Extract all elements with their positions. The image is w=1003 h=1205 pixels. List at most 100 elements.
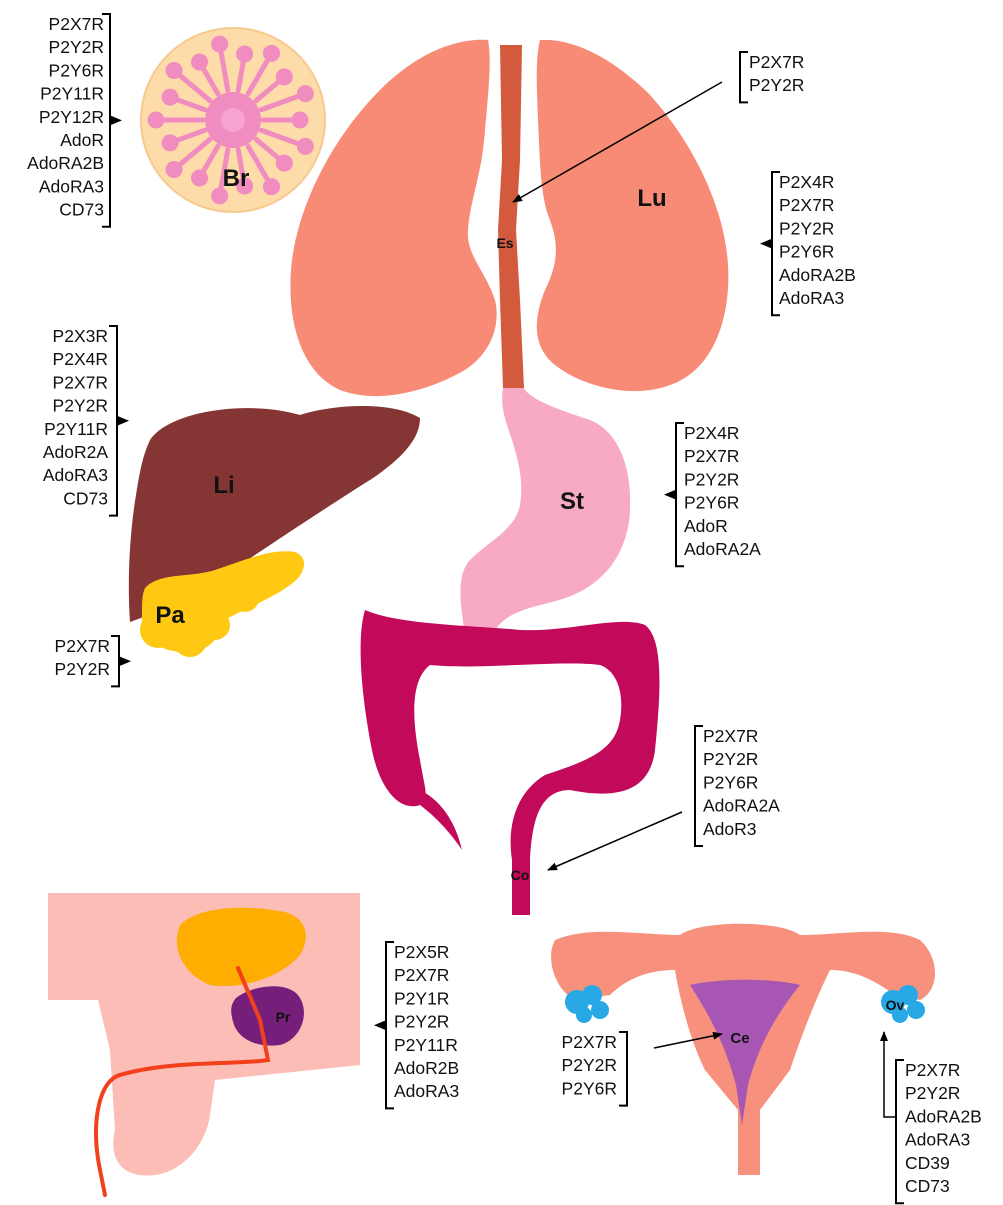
receptor-label: P2X4R	[684, 423, 739, 443]
receptor-label: P2Y12R	[39, 107, 104, 127]
pancreas-label: Pa	[155, 602, 185, 629]
brain-pattern-lobule	[299, 140, 311, 152]
brain-receptor-list: P2X7RP2Y2RP2Y6RP2Y11RP2Y12RAdoRAdoRA2BAd…	[27, 14, 122, 227]
bracket	[619, 1032, 627, 1106]
brain-pattern-lobule	[214, 38, 226, 50]
receptor-label: P2X7R	[703, 726, 758, 746]
receptor-label: P2Y2R	[749, 75, 804, 95]
bracket-pointer	[664, 490, 676, 500]
receptor-label: P2Y2R	[703, 749, 758, 769]
receptor-label: P2X7R	[49, 14, 104, 34]
stomach-illustration	[461, 388, 631, 640]
receptor-label: CD73	[63, 488, 108, 508]
receptor-label: AdoRA3	[394, 1081, 459, 1101]
bracket-pointer	[119, 656, 131, 666]
bracket	[676, 423, 684, 566]
receptor-label: P2Y2R	[562, 1055, 617, 1075]
brain-pattern-lobule	[266, 181, 278, 193]
bracket	[111, 636, 119, 686]
receptor-label: P2X7R	[779, 195, 834, 215]
receptor-label: AdoRA2B	[779, 265, 856, 285]
receptor-label: P2X5R	[394, 942, 449, 962]
receptor-label: P2X7R	[394, 965, 449, 985]
receptor-label: AdoRA2A	[684, 539, 761, 559]
receptor-label: P2X7R	[53, 372, 108, 392]
brain-pattern-lobule	[194, 56, 206, 68]
bracket-pointer	[374, 1020, 386, 1030]
brain-pattern-lobule	[194, 172, 206, 184]
receptor-label: P2Y2R	[779, 218, 834, 238]
receptor-label: P2Y1R	[394, 988, 449, 1008]
brain-pattern-lobule	[299, 88, 311, 100]
cervix-receptor-list: P2X7R P2Y2R P2Y6R	[562, 1032, 627, 1106]
receptor-label: P2X7R	[684, 446, 739, 466]
male-pelvis-illustration	[48, 893, 360, 1195]
brain-pattern-lobule	[278, 157, 290, 169]
receptor-label: P2X7R	[562, 1032, 617, 1052]
esophagus-illustration	[498, 45, 524, 388]
receptor-label: AdoRA2A	[703, 796, 780, 816]
receptor-label: AdoR2B	[394, 1058, 459, 1078]
receptor-label: P2Y6R	[703, 772, 758, 792]
receptor-label: P2X4R	[53, 349, 108, 369]
prostate-label: Pr	[276, 1009, 291, 1025]
receptor-label: P2Y6R	[684, 493, 739, 513]
bracket-pointer	[760, 239, 772, 249]
cervix-label: Ce	[730, 1030, 749, 1047]
bracket	[695, 726, 703, 846]
receptor-label: AdoRA2B	[27, 153, 104, 173]
ovary-label: Ov	[886, 997, 905, 1013]
bracket	[109, 326, 117, 516]
bracket-pointer	[117, 416, 129, 426]
brain-pattern-lobule	[164, 91, 176, 103]
ovary-arrow	[884, 1032, 896, 1117]
bracket	[386, 942, 394, 1108]
bracket	[896, 1060, 904, 1203]
receptor-label: CD73	[59, 200, 104, 220]
stomach-label: St	[560, 488, 584, 515]
colon-label: Co	[511, 867, 530, 883]
receptor-label: P2Y2R	[53, 396, 108, 416]
esophagus-receptor-list: P2X7R P2Y2R	[740, 52, 804, 102]
receptor-label: P2X7R	[905, 1060, 960, 1080]
receptor-label: P2Y11R	[394, 1035, 458, 1055]
liver-label: Li	[213, 472, 234, 499]
brain-pattern-lobule	[150, 114, 162, 126]
colon-receptor-list: P2X7RP2Y2RP2Y6RAdoRA2AAdoR3	[695, 726, 780, 846]
pancreas-receptor-list: P2X7R P2Y2R	[55, 636, 131, 686]
prostate-receptor-list: P2X5R P2X7R P2Y1R P2Y2R P2Y11R AdoR2B AdoRA3	[374, 942, 459, 1108]
receptor-label: CD73	[905, 1176, 950, 1196]
receptor-label: AdoRA3	[905, 1130, 970, 1150]
receptor-label: P2Y11R	[44, 419, 108, 439]
receptor-label: P2Y2R	[55, 659, 110, 679]
receptor-label: P2X7R	[749, 52, 804, 72]
bracket	[740, 52, 748, 102]
receptor-label: P2Y2R	[684, 469, 739, 489]
brain-pattern-lobule	[294, 114, 306, 126]
receptor-label: P2X4R	[779, 172, 834, 192]
receptor-label: P2Y2R	[49, 37, 104, 57]
receptor-label: P2Y2R	[394, 1012, 449, 1032]
receptor-label: AdoR2A	[43, 442, 109, 462]
receptor-label: P2X7R	[55, 636, 110, 656]
lung-label: Lu	[637, 185, 666, 212]
brain-pattern-lobule	[164, 137, 176, 149]
receptor-label: CD39	[905, 1153, 950, 1173]
bracket-pointer	[110, 115, 122, 125]
receptor-label: AdoR	[60, 130, 104, 150]
receptor-label: AdoRA3	[779, 288, 844, 308]
brain-pattern-lobule	[278, 71, 290, 83]
liver-receptor-list: P2X3RP2X4RP2X7RP2Y2RP2Y11RAdoR2AAdoRA3CD…	[43, 326, 129, 516]
brain-label: Br	[223, 165, 250, 192]
brain-pattern-lobule	[266, 47, 278, 59]
brain-pattern-lobule	[168, 163, 180, 175]
receptor-label: AdoRA3	[43, 465, 108, 485]
receptor-label: P2Y6R	[562, 1078, 617, 1098]
brain-pattern-lobule	[168, 65, 180, 77]
colon-arrow	[548, 812, 682, 870]
receptor-label: P2Y6R	[49, 60, 104, 80]
